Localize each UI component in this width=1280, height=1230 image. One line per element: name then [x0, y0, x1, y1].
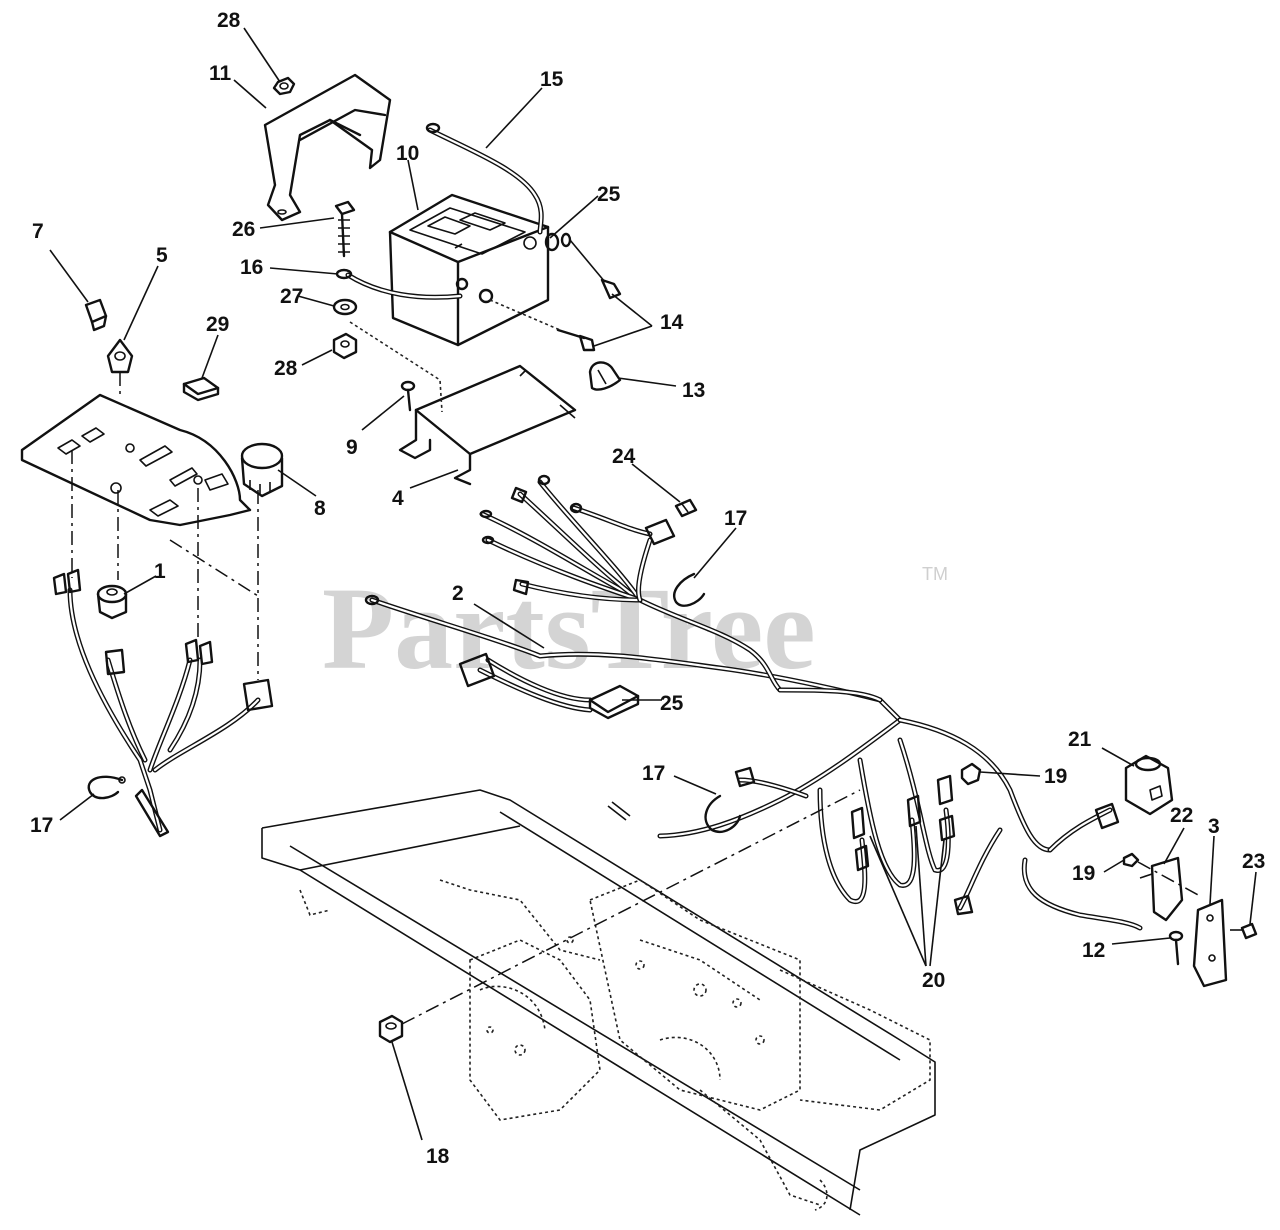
callout-11: 11 — [209, 62, 232, 85]
nut-top — [272, 76, 296, 96]
module-1 — [96, 584, 128, 620]
callout-19-lower: 19 — [1072, 862, 1095, 885]
callout-28-lower: 28 — [274, 357, 298, 380]
callout-1: 1 — [154, 560, 166, 583]
dash-harness — [52, 568, 274, 838]
callout-2: 2 — [452, 582, 464, 605]
terminal-cover — [588, 361, 622, 391]
callout-10: 10 — [396, 142, 419, 165]
callout-25-top: 25 — [597, 183, 621, 206]
nut-19-upper — [960, 762, 982, 786]
nut-18 — [378, 789, 861, 1044]
pad-29 — [182, 376, 220, 402]
nut-28 — [332, 332, 358, 360]
callout-8: 8 — [314, 497, 326, 520]
callout-12: 12 — [1082, 939, 1105, 962]
battery-tray — [349, 321, 577, 486]
switch-7 — [84, 298, 108, 332]
callout-28-top: 28 — [217, 9, 241, 32]
fuse-holder — [588, 684, 640, 720]
callout-numbers: 28 11 15 10 25 26 7 5 16 27 14 29 28 13 … — [30, 9, 1265, 1168]
watermark-logo: PartsTree — [322, 563, 816, 694]
nut-19-lower — [1122, 852, 1201, 897]
callout-23: 23 — [1242, 850, 1265, 873]
watermark-trademark: TM — [922, 564, 948, 584]
battery-fittings — [489, 232, 622, 352]
callout-20: 20 — [922, 969, 945, 992]
screw-12 — [1168, 930, 1184, 966]
callout-16: 16 — [240, 256, 263, 279]
wire-clip-17-middle — [704, 766, 809, 833]
callout-3: 3 — [1208, 815, 1220, 838]
battery-bracket — [263, 73, 392, 222]
callout-26: 26 — [232, 218, 255, 241]
bracket-3 — [1192, 898, 1228, 988]
callout-21: 21 — [1068, 728, 1092, 751]
callout-9: 9 — [346, 436, 358, 459]
wire-clip-17-upper — [673, 572, 706, 607]
callout-27: 27 — [280, 285, 303, 308]
callout-15: 15 — [540, 68, 564, 91]
screw-9 — [400, 380, 416, 412]
callout-29: 29 — [206, 313, 229, 336]
callout-22: 22 — [1170, 804, 1193, 827]
callout-17-upper: 17 — [724, 507, 747, 530]
callout-5: 5 — [156, 244, 168, 267]
callout-14: 14 — [660, 311, 684, 334]
callout-17-left: 17 — [30, 814, 53, 837]
dash-panel — [20, 372, 259, 680]
battery-leads — [479, 474, 676, 603]
solenoid-21 — [1094, 754, 1174, 830]
wire-clip-17-left — [87, 775, 126, 800]
callout-19-upper: 19 — [1044, 765, 1067, 788]
tractor-frame — [261, 789, 936, 1216]
ignition-switch — [240, 442, 284, 498]
main-harness — [364, 594, 1143, 931]
callout-25-lower: 25 — [660, 692, 684, 715]
connector-24 — [674, 498, 698, 518]
screw-23 — [1230, 922, 1258, 940]
callout-18: 18 — [426, 1145, 450, 1168]
callout-4: 4 — [392, 487, 404, 510]
leader-lines — [49, 27, 1257, 1141]
callout-13: 13 — [682, 379, 705, 402]
callout-17-middle: 17 — [642, 762, 665, 785]
battery-cable-negative — [335, 268, 463, 300]
callout-7: 7 — [32, 220, 44, 243]
bolt-26 — [334, 200, 356, 258]
washer-27 — [332, 298, 358, 316]
bracket-22 — [1139, 856, 1184, 922]
battery-cable-positive — [425, 122, 544, 235]
battery — [388, 193, 550, 347]
callout-24: 24 — [612, 445, 636, 468]
switch-5 — [106, 338, 134, 374]
